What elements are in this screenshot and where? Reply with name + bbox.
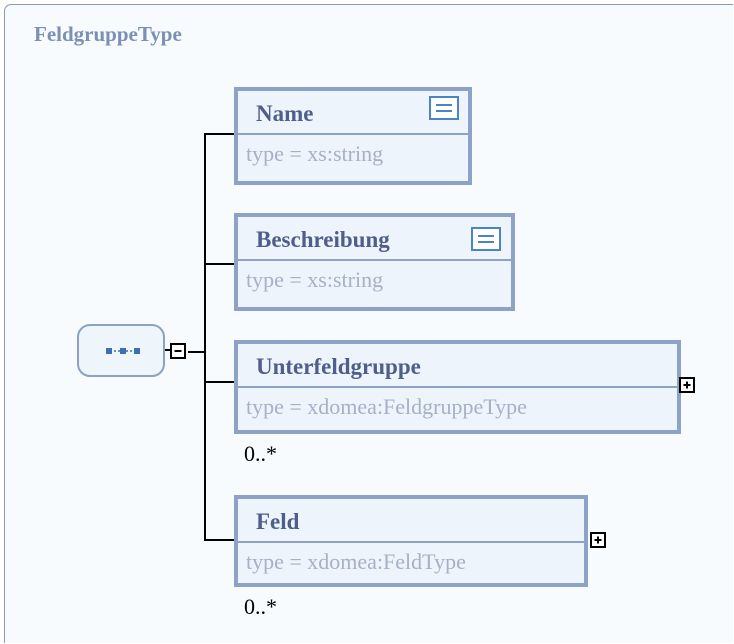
element-type: type = xdomea:FeldType <box>246 549 466 574</box>
multiplicity-label: 0..* <box>244 441 277 466</box>
sequence-compositor-icon <box>106 348 140 354</box>
sequence-compositor[interactable] <box>77 324 165 377</box>
expand-toggle[interactable] <box>590 532 606 548</box>
connector-line <box>188 351 205 353</box>
element-name: Feld <box>256 509 300 534</box>
element-name: Name <box>256 101 314 126</box>
documentation-icon <box>429 96 459 120</box>
complex-type-title: FeldgruppeType <box>34 22 182 46</box>
connector-line <box>204 381 234 383</box>
connector-line <box>204 133 206 540</box>
element-type: type = xs:string <box>246 141 384 166</box>
expand-toggle[interactable] <box>679 377 695 393</box>
element-box-name[interactable]: Name type = xs:string <box>234 87 472 185</box>
element-divider <box>238 386 677 388</box>
collapse-toggle[interactable] <box>170 343 186 359</box>
element-box-unterfeldgruppe[interactable]: Unterfeldgruppe type = xdomea:Feldgruppe… <box>234 340 681 434</box>
element-box-feld[interactable]: Feld type = xdomea:FeldType <box>234 495 588 587</box>
element-divider <box>238 541 584 543</box>
multiplicity-label: 0..* <box>244 594 277 619</box>
plus-box-icon <box>683 381 691 389</box>
element-name: Beschreibung <box>256 227 390 252</box>
element-divider <box>238 259 511 261</box>
documentation-icon <box>471 227 501 251</box>
plus-box-icon <box>594 536 602 544</box>
element-type: type = xs:string <box>246 267 384 292</box>
connector-line <box>165 349 170 351</box>
element-box-beschreibung[interactable]: Beschreibung type = xs:string <box>234 213 515 311</box>
connector-line <box>204 539 234 541</box>
connector-line <box>204 263 234 265</box>
element-name: Unterfeldgruppe <box>256 354 421 379</box>
element-divider <box>238 133 468 135</box>
element-type: type = xdomea:FeldgruppeType <box>246 394 527 419</box>
minus-box-icon <box>174 350 182 352</box>
connector-line <box>204 133 234 135</box>
